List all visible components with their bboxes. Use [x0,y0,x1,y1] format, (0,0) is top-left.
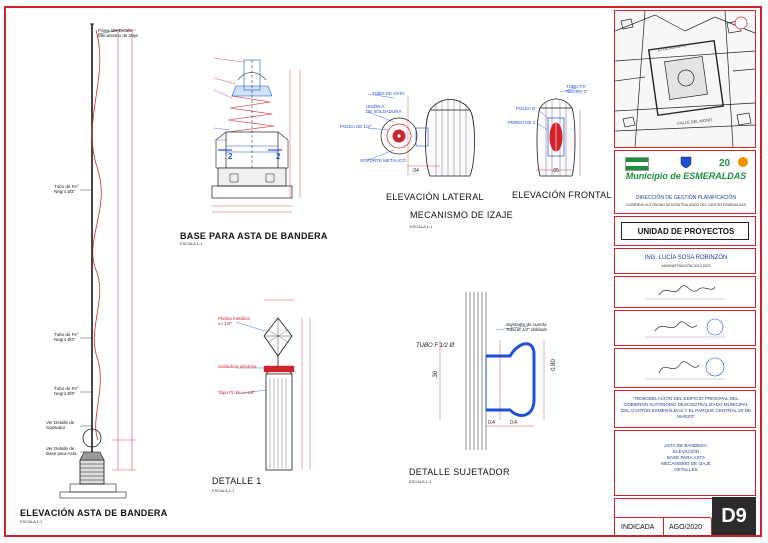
signature-3-panel [614,348,756,388]
clamp-detail-title: DETALLE SUJETADOR [409,467,510,477]
project-title: "REMODELACIÓN DEL EDIFICIO PRINCIPAL DEL… [621,396,751,419]
bolt-note: PERNO DE 3 [508,120,536,125]
section-mark-left: 2 [228,152,233,161]
finial-plate-note: Platina metálica e= 1/8" [218,316,250,326]
administration: ADMINISTRACIÓN 2019-2023 [661,264,711,268]
support-note: SOPORTE METALICO [360,158,406,163]
dim-lateral: .04 [412,168,419,174]
location-map-drawing [614,10,756,148]
tube-note-2: Tubo de Fe° Negro Ø3" [54,332,79,342]
government-name: GOBIERNO AUTÓNOMO DESCENTRALIZADO DEL CA… [626,203,746,207]
cap-plate-note: Tapa PL Fe e=1/8" [218,390,256,395]
department-name: DIRECCIÓN DE GESTIÓN PLANIFICACIÓN [635,195,736,201]
tube-asta-note: TUBO DE ASTA [372,91,405,96]
scale-value: INDICADA [621,524,655,531]
mechanism-scale: ESCALA 1:1 [410,224,433,229]
tube-2in-note: TUBO Fe° NEGRO 2" [566,84,588,94]
dim-clamp-30: .30 [433,370,440,380]
sheet-contents: ASTA DE BANDERA: ELEVACIÓN BASE PARA AST… [661,443,711,472]
dim-clamp-80: 0.80 [550,359,557,371]
drawing-canvas [59,23,581,499]
detail-1-drawing [235,299,311,471]
lateral-elevation-title: ELEVACIÓN LATERAL [386,192,484,202]
flagpole-elevation [59,23,136,499]
detail1-title: DETALLE 1 [212,476,262,486]
frontal-elevation-title: ELEVACIÓN FRONTAL [512,190,612,200]
clamp-tube-note: TUBO F 1/2 Ø [416,343,455,349]
pulley-detail-note: Polea Ver Detalle Mecanismo de Izaje [98,28,139,38]
municipality-logo: Municipio de ESMERALDAS [625,171,747,181]
coat-of-arms-icon [679,155,693,169]
project-panel: "REMODELACIÓN DEL EDIFICIO PRINCIPAL DEL… [614,390,756,428]
section-mark-right: 2 [276,152,281,161]
title-block: 10 DE AGOSTO CALLE DEL MONO 20 Municipio… [614,10,756,537]
dim-clamp-04b: 0.4 [510,420,517,426]
flagpole-elevation-title: ELEVACIÓN ASTA DE BANDERA [20,508,168,518]
signature-2-panel [614,310,756,346]
signature-2 [645,318,725,338]
lateral-elevation-drawing [367,93,475,177]
tube-note-3: Tubo de Fe° Negro Ø3" [54,386,79,396]
flag-icon [625,157,649,171]
tube-note-1: Tubo de Fe° Negro Ø3" [54,184,79,194]
mechanism-title: MECANISMO DE IZAJE [410,210,513,220]
frontal-elevation-drawing [536,87,581,177]
signature-3 [645,357,725,380]
logos-panel: 20 Municipio de ESMERALDAS DIRECCIÓN DE … [614,150,756,214]
base-title: BASE PARA ASTA DE BANDERA [180,231,328,241]
clamp-detail-drawing [439,292,545,450]
flagpole-elevation-scale: ESCALA 1:1 [20,519,43,524]
signature-1 [645,285,725,300]
detail1-scale: ESCALA 1:1 [212,488,235,493]
unit-name: UNIDAD DE PROYECTOS [637,227,735,236]
mayor-panel: ING. LUCÍA SOSA ROBINZÓN ADMINISTRACIÓN … [614,248,756,274]
pulley-short-note: POLEA D [516,106,536,111]
base-scale: ESCALA 1:1 [180,241,203,246]
mayor-name: ING. LUCÍA SOSA ROBINZÓN [644,255,728,261]
signature-1-panel [614,276,756,308]
pulley-note: POLEA DE 1/2" [340,124,372,129]
unit-panel: UNIDAD DE PROYECTOS [614,216,756,246]
date-value: AGO/2020 [669,524,703,531]
dim-frontal: .05 [552,168,559,174]
year-logo-icon: 20 [719,155,749,169]
clamp-detail-note: Ver Detalle de Sujetador [46,420,75,430]
clamp-detail-scale: ESCALA 1:1 [409,479,432,484]
drawing-sheet-border [4,6,762,537]
base-detail-note: Ver Detalle de Base para Asta [46,446,77,456]
base-detail-drawing [211,57,301,213]
weld-note: UNIÓN A DE SOLDADURA [366,104,402,114]
dim-clamp-04: 0.4 [488,420,495,426]
location-map: 10 DE AGOSTO CALLE DEL MONO [614,10,756,148]
svg-text:20: 20 [719,158,731,169]
sheet-number: D9 [712,497,756,535]
weld-detail-note: Soldadura eléctrica [218,364,257,369]
clamp-rope-note: Sujetador de cuerda Tubo Ø 1/2" doblado [506,322,548,332]
contents-panel: ASTA DE BANDERA: ELEVACIÓN BASE PARA AST… [614,430,756,496]
